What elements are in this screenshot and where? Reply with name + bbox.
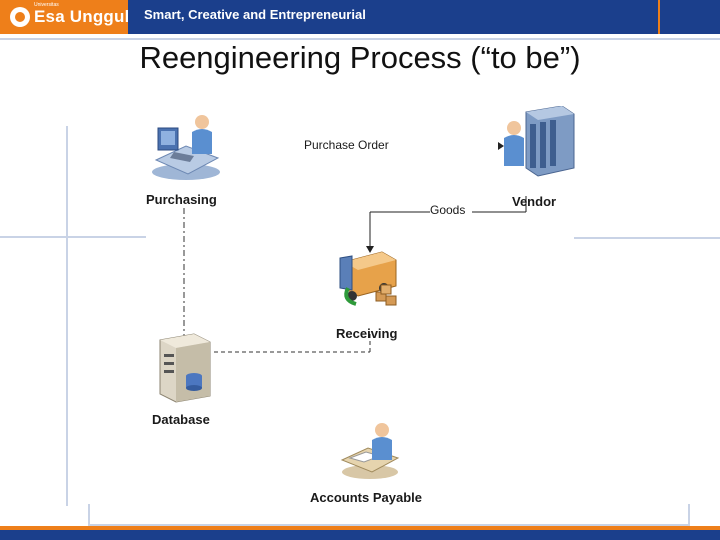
university-logo: Esa Unggul [10, 5, 130, 29]
tagline: Smart, Creative and Entrepreneurial [144, 7, 366, 22]
node-label-purchasing: Purchasing [146, 192, 217, 207]
decor-line [66, 126, 68, 506]
footer-frame [88, 504, 690, 526]
logo-small-text: Universitas [34, 2, 59, 8]
footer-bar-blue [0, 530, 720, 540]
person-at-computer-icon [146, 112, 226, 184]
arrowhead-icon [366, 246, 374, 253]
diagram-connectors [183, 142, 527, 353]
slide-title: Reengineering Process (“to be”) [139, 40, 581, 75]
arrowhead-icon [498, 142, 504, 150]
footer-bar-orange [0, 526, 720, 530]
edge-label-goods: Goods [430, 203, 466, 217]
database-server-icon [154, 332, 214, 404]
header-banner: Esa Unggul Universitas Smart, Creative a… [0, 0, 720, 34]
delivery-truck-icon [338, 248, 404, 312]
edge-label-purchase-order: Purchase Order [304, 138, 389, 152]
node-label-vendor: Vendor [512, 194, 557, 209]
process-diagram: Purchasing Purchase Order Vendor Goods [146, 105, 575, 506]
decor-line [574, 237, 720, 239]
header-tagline-band [128, 0, 720, 34]
decor-line [0, 38, 720, 40]
node-label-database: Database [152, 412, 210, 427]
decor-line [0, 236, 146, 238]
person-at-desk-icon [336, 420, 406, 482]
person-at-server-icon [496, 105, 576, 186]
node-label-receiving: Receiving [336, 326, 398, 341]
node-label-accounts-payable: Accounts Payable [310, 490, 422, 505]
logo-text: Esa Unggul [34, 7, 130, 26]
logo-emblem-icon [10, 7, 30, 27]
